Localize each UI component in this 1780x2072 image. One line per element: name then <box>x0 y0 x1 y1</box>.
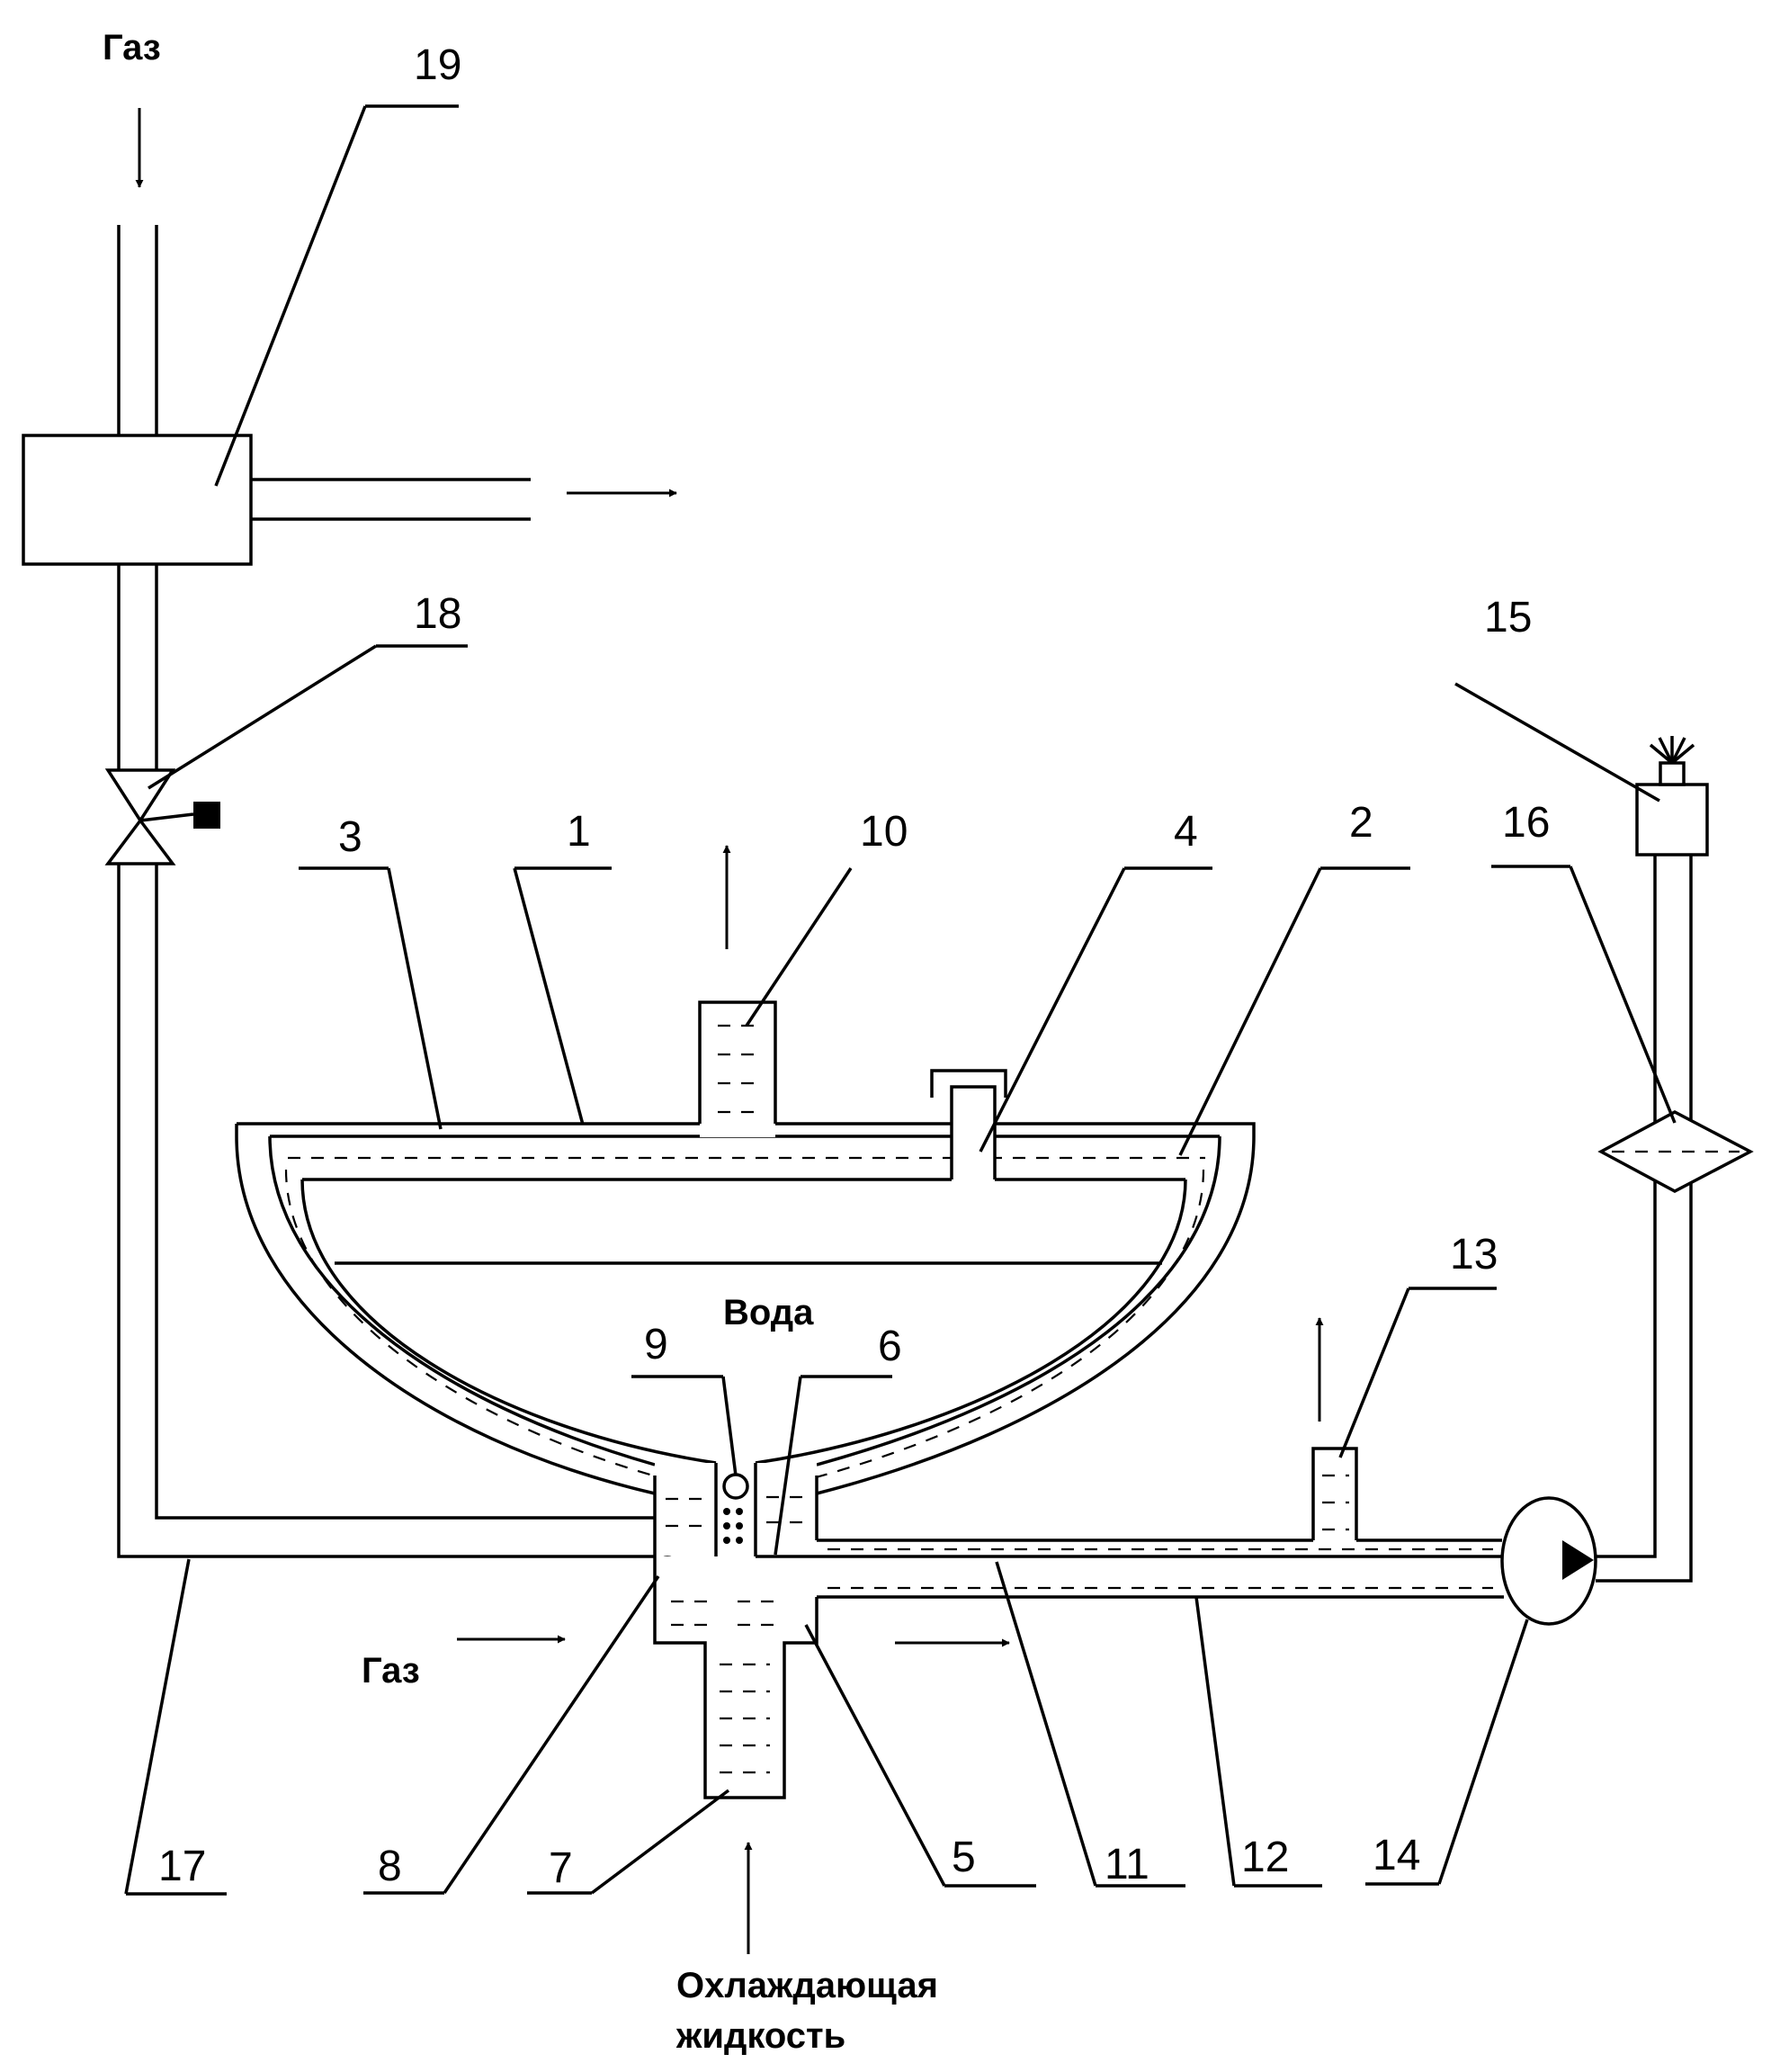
separator-outlet-pipe <box>251 480 531 519</box>
number-2: 2 <box>1349 799 1373 847</box>
number-5: 5 <box>952 1834 976 1881</box>
number-14: 14 <box>1373 1832 1420 1879</box>
coolant-label-line1: Охлаждающая <box>676 1966 938 2005</box>
separator-19 <box>23 435 251 564</box>
valve-18 <box>108 770 220 864</box>
outlet-pipe-12 <box>756 1540 1504 1597</box>
number-3: 3 <box>338 813 362 861</box>
number-13: 13 <box>1450 1231 1498 1278</box>
number-11: 11 <box>1105 1841 1149 1888</box>
riser-13 <box>1313 1449 1502 1547</box>
top-outlet-10 <box>700 1002 775 1137</box>
pump-14 <box>1502 1498 1596 1624</box>
number-10: 10 <box>860 808 908 856</box>
coolant-label-line2: жидкость <box>675 2016 845 2056</box>
gas-label-bottom: Газ <box>362 1651 420 1691</box>
gas-label-top: Газ <box>103 28 161 67</box>
number-16: 16 <box>1502 799 1550 847</box>
number-1: 1 <box>567 808 591 856</box>
number-12: 12 <box>1241 1834 1289 1881</box>
mixer-5 <box>655 1556 817 1798</box>
number-7: 7 <box>549 1844 573 1892</box>
number-15: 15 <box>1484 594 1532 641</box>
number-19: 19 <box>414 41 461 89</box>
number-6: 6 <box>878 1323 902 1370</box>
coolant-inlet-7 <box>720 1664 770 1772</box>
number-18: 18 <box>414 590 461 638</box>
number-17: 17 <box>158 1843 206 1890</box>
filter-16 <box>1601 1112 1750 1191</box>
number-4: 4 <box>1174 808 1198 856</box>
water-label: Вода <box>723 1293 814 1332</box>
gas-inlet-pipe <box>119 225 157 435</box>
number-8: 8 <box>378 1843 402 1890</box>
gas-line-17 <box>119 864 662 1556</box>
gas-pipe-to-valve <box>119 564 157 770</box>
number-9: 9 <box>644 1321 668 1368</box>
leader-lines <box>126 106 1675 1894</box>
